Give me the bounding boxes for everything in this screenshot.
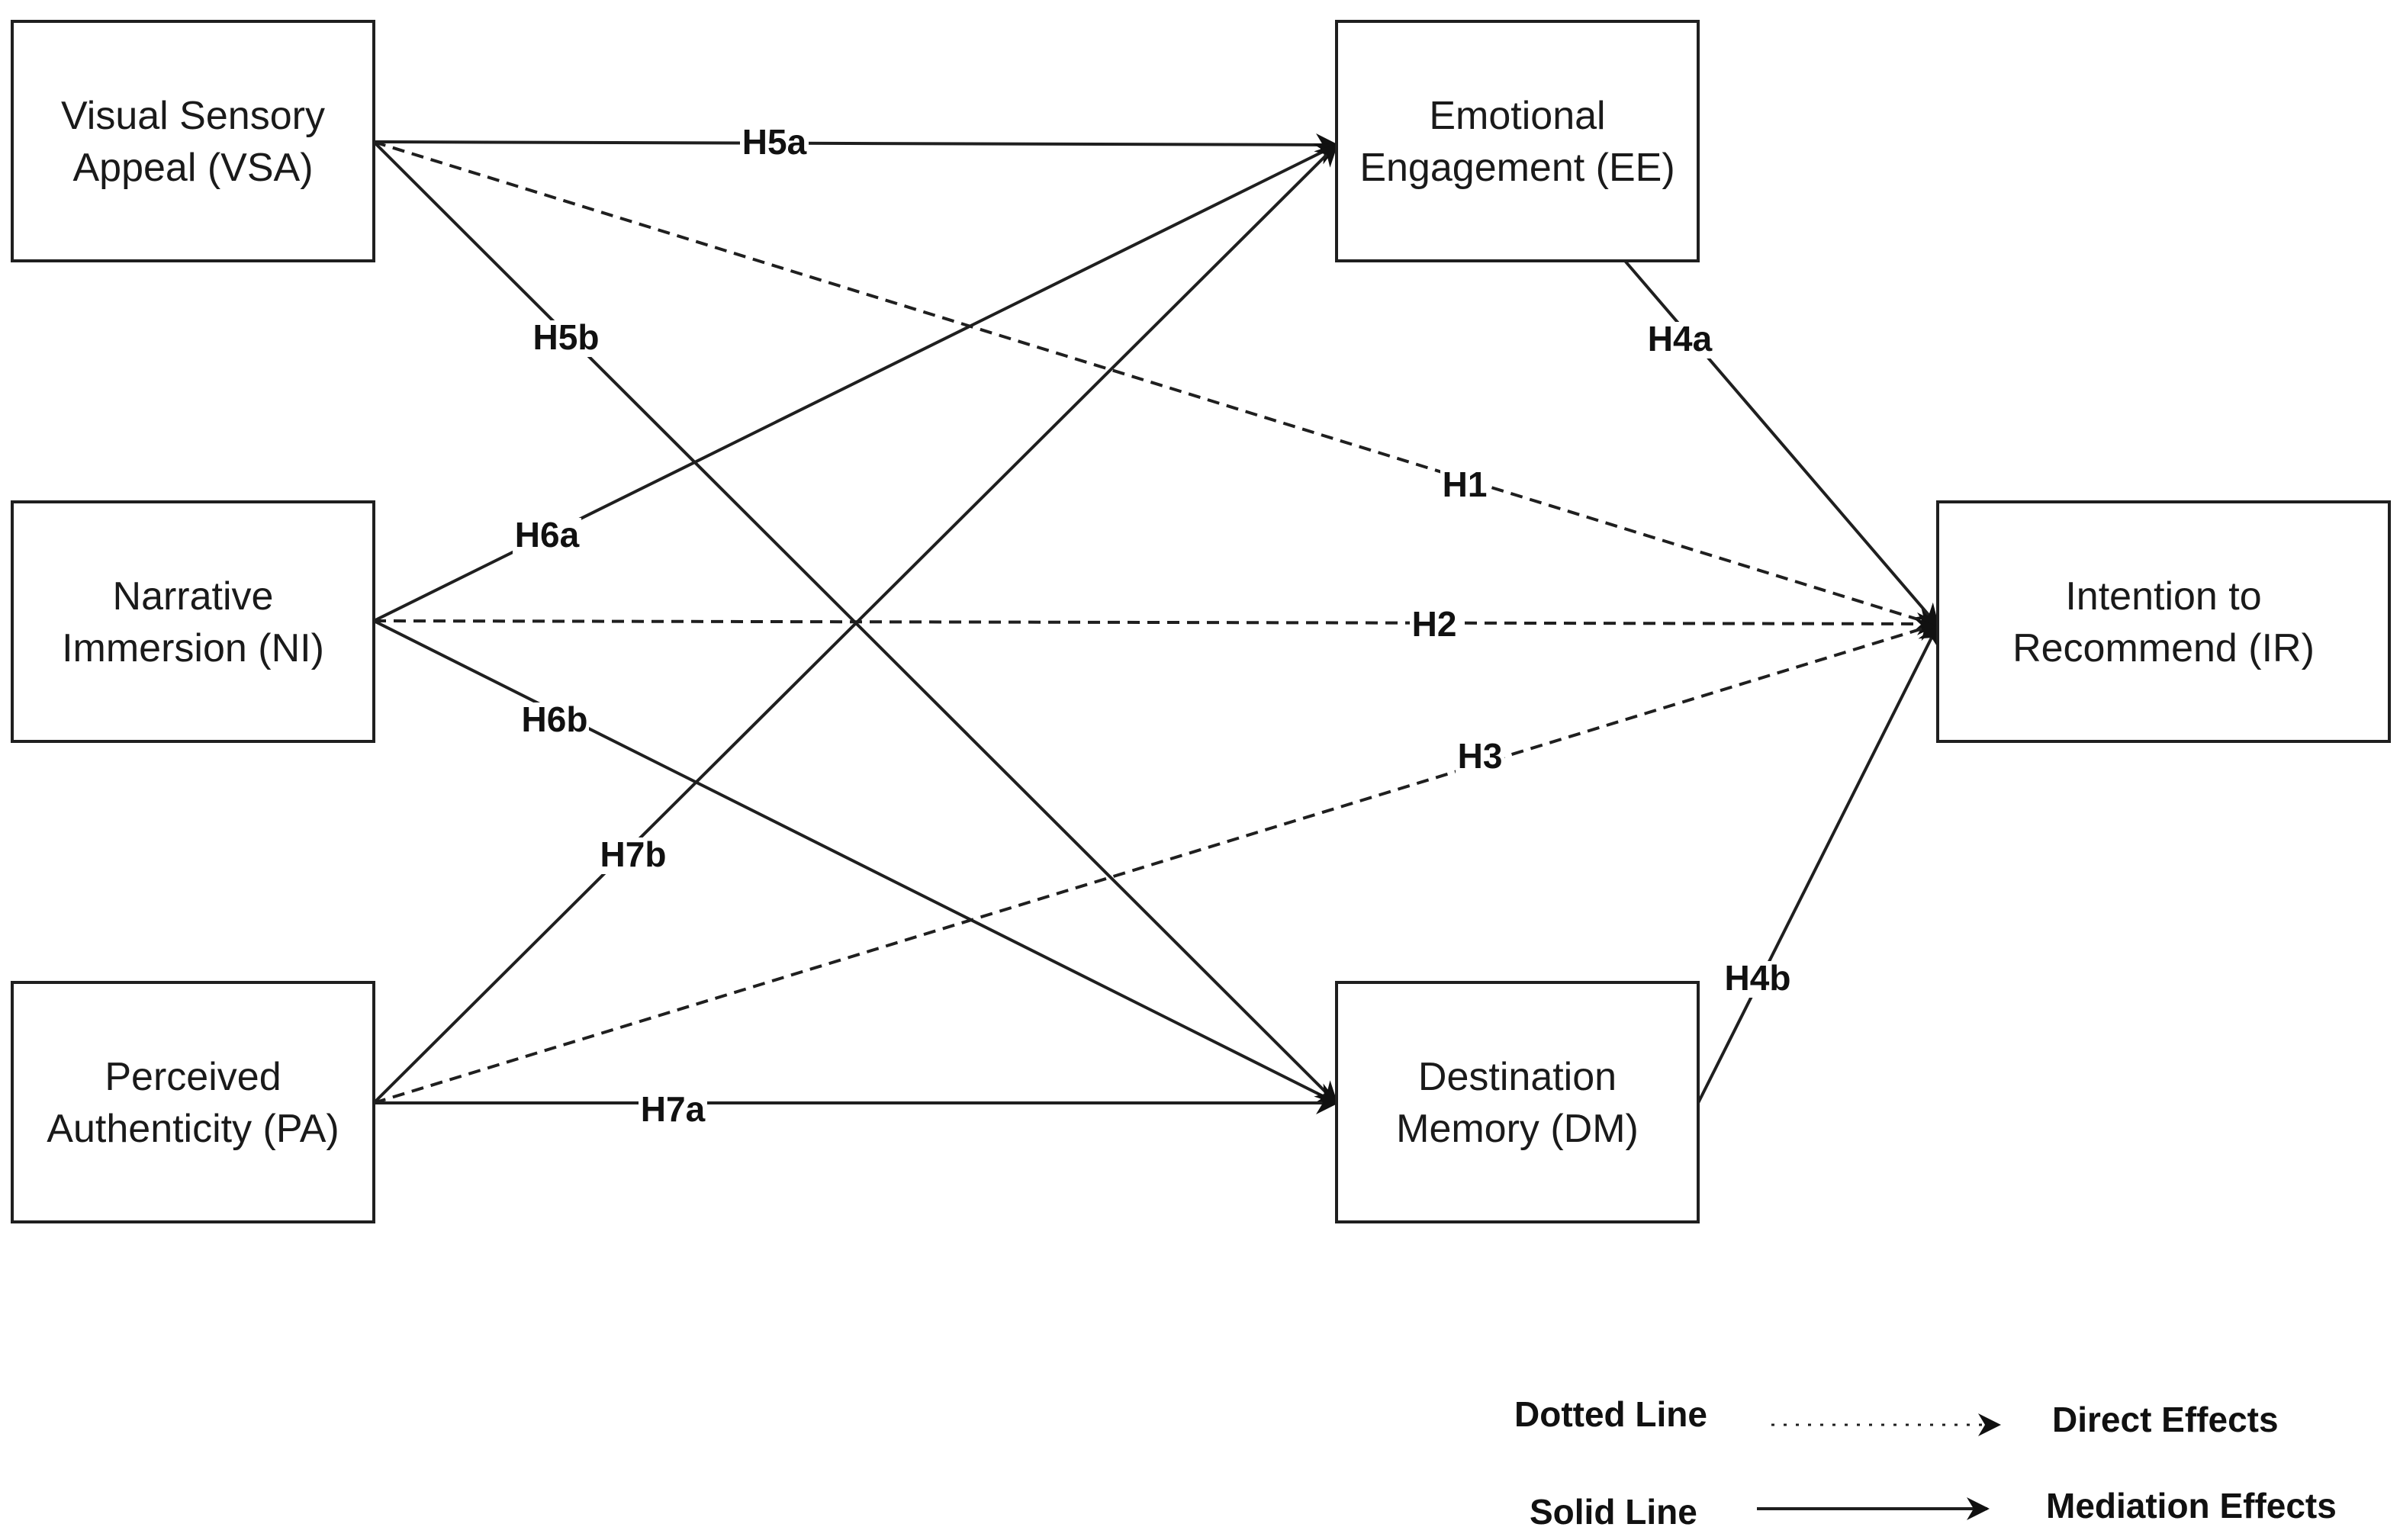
node-ni-box — [11, 500, 375, 743]
edge-h4a-arrow — [1623, 259, 1939, 628]
edge-h4a-label-text: H4a — [1648, 319, 1713, 358]
edge-h7b-arrow — [372, 143, 1339, 1104]
edge-h5a-arrow — [373, 133, 1339, 156]
edge-h5b-label-background — [532, 320, 600, 357]
node-dm-text-line-1: Destination — [1418, 1055, 1617, 1099]
legend-dotted-line-label: Dotted Line — [1514, 1394, 1707, 1434]
legend-solid-line-label: Solid Line — [1530, 1492, 1697, 1532]
node-ir-text-line-2: Recommend (IR) — [2012, 626, 2315, 670]
edge-h1-label: H1 — [1440, 465, 1489, 504]
node-vsa-text-line-1: Visual Sensory — [61, 94, 325, 138]
edge-h6b-label-background — [520, 702, 589, 739]
edge-h2-label-background — [1410, 607, 1459, 644]
edge-h6b-arrow — [373, 619, 1339, 1104]
node-ir-box — [1936, 500, 2391, 743]
legend-dotted: Dotted Line Direct Effects — [1514, 1394, 2279, 1439]
node-ir: Intention to Recommend (IR) — [1936, 500, 2391, 743]
edge-h6a-label-background — [513, 518, 581, 555]
edge-h6a-label: H6a — [513, 515, 581, 555]
legend-mediation-effects-label: Mediation Effects — [2046, 1486, 2337, 1526]
edge-h3-label-background — [1456, 739, 1504, 776]
node-pa-text-line-1: Perceived — [105, 1055, 281, 1099]
legend: Dotted Line Direct Effects Solid Line Me… — [1514, 1394, 2337, 1532]
edge-h7b-label: H7b — [599, 834, 668, 874]
edge-h6b-label-text: H6b — [522, 699, 588, 739]
edge-h4b-arrow — [1697, 623, 1939, 1104]
edge-h1-label-text: H1 — [1443, 465, 1488, 504]
node-ee-text-line-2: Engagement (EE) — [1359, 146, 1675, 190]
node-ir-text-line-1: Intention to — [2065, 574, 2261, 619]
edge-h7b-label-background — [599, 838, 668, 874]
edge-h2-label-text: H2 — [1412, 604, 1457, 644]
edge-h4b-label-text: H4b — [1725, 958, 1791, 998]
edge-h7a-label: H7a — [639, 1089, 707, 1129]
edge-h1-label-background — [1440, 468, 1489, 504]
edge-h2-label: H2 — [1410, 604, 1459, 644]
edge-h7a-label-background — [639, 1092, 707, 1129]
edge-h4b-label-background — [1723, 961, 1792, 998]
node-ni-text-line-1: Narrative — [113, 574, 274, 619]
node-pa-box — [11, 981, 375, 1223]
node-pa-text-line-2: Authenticity (PA) — [47, 1107, 339, 1151]
edge-h3-label: H3 — [1456, 736, 1504, 776]
node-ni-text-line-2: Immersion (NI) — [62, 626, 324, 670]
edge-h5b-label: H5b — [532, 317, 600, 357]
edge-h4a-label-background — [1646, 322, 1714, 358]
node-vsa-text-line-2: Appeal (VSA) — [72, 146, 313, 190]
edge-h5b-label-text: H5b — [533, 317, 600, 357]
edge-h5a-label-text: H5a — [742, 122, 807, 162]
edge-h4b-label: H4b — [1723, 958, 1792, 998]
node-ee-text-line-1: Emotional — [1429, 94, 1605, 138]
node-ee-box — [1335, 20, 1700, 262]
node-dm-box — [1335, 981, 1700, 1223]
edge-h5a-label-background — [740, 125, 809, 162]
legend-solid: Solid Line Mediation Effects — [1530, 1486, 2337, 1532]
edge-h4a-label: H4a — [1646, 319, 1714, 358]
node-vsa-box — [11, 20, 375, 262]
edge-h2-arrow — [373, 612, 1940, 635]
edge-h7a-label-text: H7a — [641, 1089, 706, 1129]
edge-h3-label-text: H3 — [1458, 736, 1503, 776]
edge-h3-arrow — [373, 619, 1940, 1104]
edge-h7b-label-text: H7b — [600, 834, 667, 874]
edge-h5a-label: H5a — [740, 122, 809, 162]
edge-h6a-label-text: H6a — [515, 515, 580, 555]
legend-direct-effects-label: Direct Effects — [2052, 1400, 2279, 1439]
node-dm-text-line-2: Memory (DM) — [1396, 1107, 1639, 1151]
edge-h6b-label: H6b — [520, 699, 589, 739]
edge-h1-arrow — [373, 140, 1940, 631]
edges-layer — [372, 133, 1940, 1114]
